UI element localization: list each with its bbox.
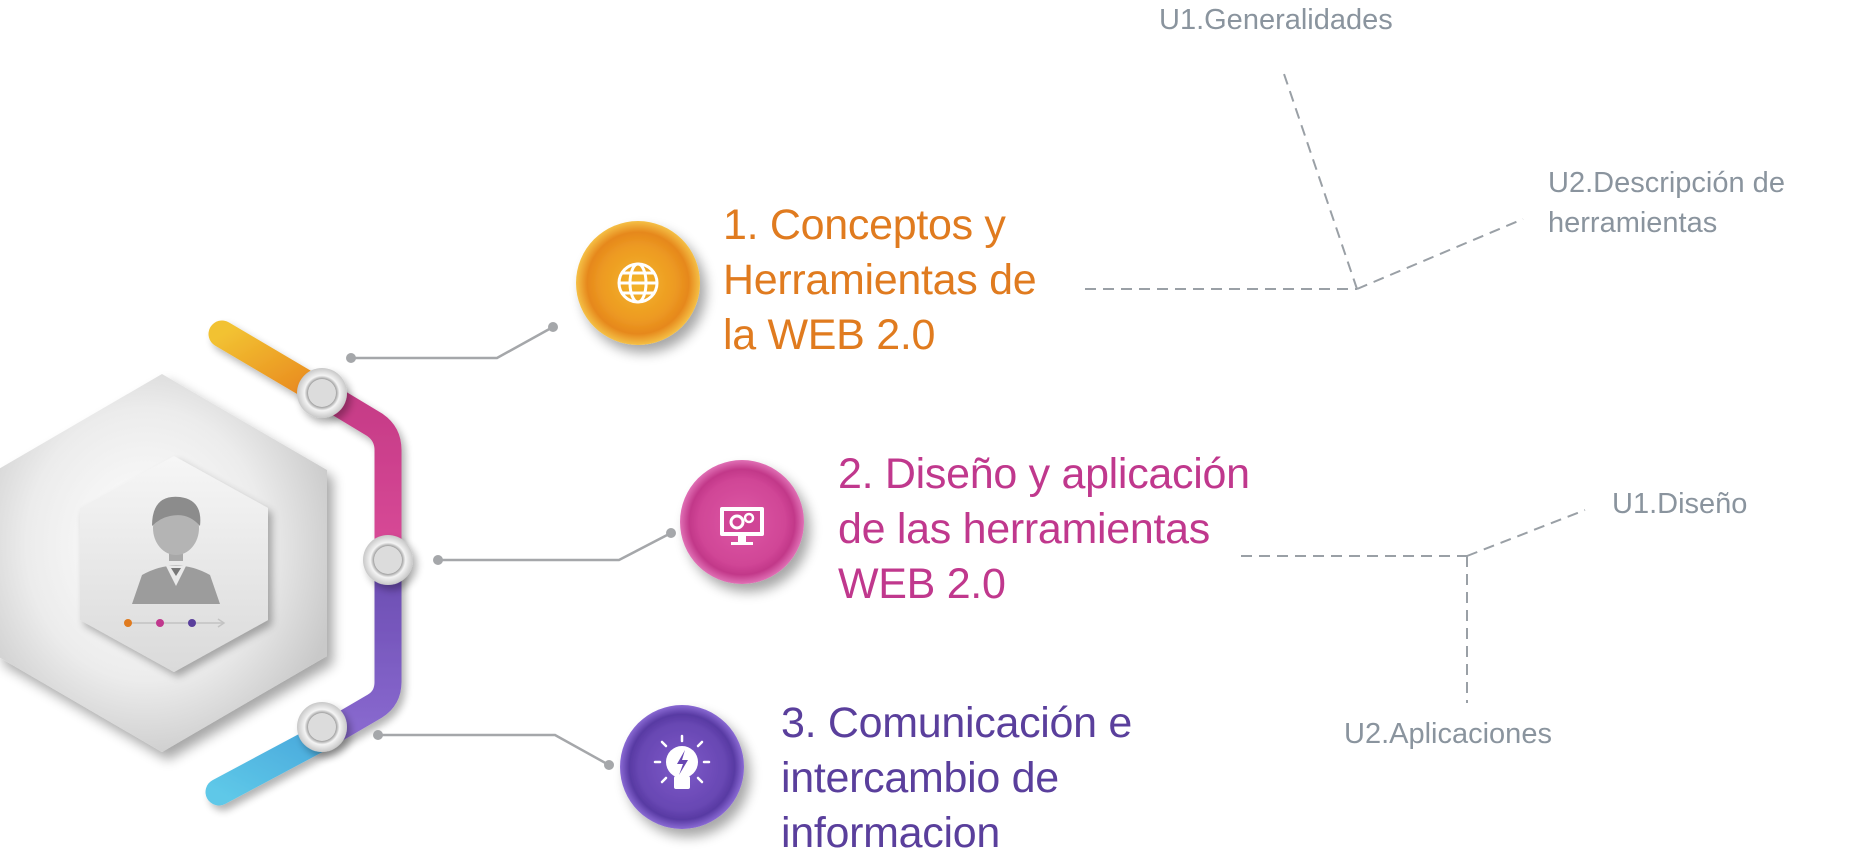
subtopic-u2-aplicaciones: U2.Aplicaciones (1344, 718, 1552, 750)
timeline-spine (205, 320, 402, 806)
monitor-gears-icon (720, 507, 764, 545)
spine-joint-3 (297, 702, 347, 752)
person-icon (124, 496, 226, 628)
topic-1-circle[interactable] (576, 221, 700, 345)
center-hexagon (0, 374, 327, 752)
topic-2-circle[interactable] (680, 460, 804, 584)
subtopic-u2-descripcion: U2.Descripción de herramientas (1548, 167, 1785, 239)
topic-3-title: 3. Comunicación e intercambio de informa… (781, 699, 1133, 857)
topic-3-circle[interactable] (620, 705, 744, 829)
connector-3 (373, 730, 614, 770)
topic-1-title: 1. Conceptos y Herramientas de la WEB 2.… (723, 201, 1037, 359)
subtopic-u1-generalidades: U1.Generalidades (1159, 4, 1393, 36)
globe-icon (617, 262, 659, 304)
branch-topic-2 (1241, 509, 1586, 703)
lightbulb-icon (653, 734, 711, 789)
branch-topic-1 (1085, 70, 1524, 290)
connector-1 (346, 322, 558, 363)
topic-2-title: 2. Diseño y aplicación de las herramient… (838, 450, 1250, 608)
connector-2 (433, 528, 676, 565)
spine-joint-1 (297, 368, 347, 418)
subtopic-u1-diseno: U1.Diseño (1612, 488, 1748, 520)
spine-joint-2 (363, 535, 413, 585)
